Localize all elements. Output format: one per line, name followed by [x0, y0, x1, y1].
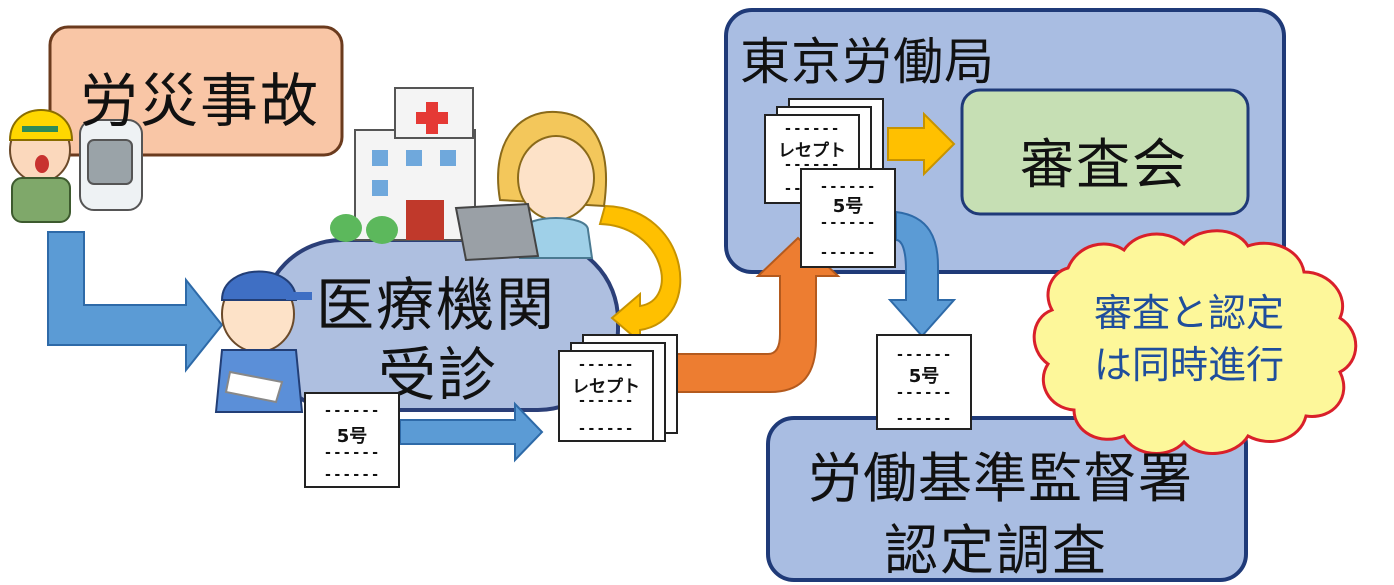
injured-worker-illustration: [8, 109, 143, 223]
arrow-form5-to-receipt: [399, 401, 544, 463]
hospital-illustration: [330, 87, 476, 244]
cloud-text-line2: は同時進行: [1094, 343, 1285, 387]
medical-institution-label: 医療機関: [316, 271, 557, 339]
arrow-staff-to-receipt: [598, 204, 682, 345]
form5-document-bureau: ------ 5号 ------ ------: [800, 168, 896, 268]
cloud-text-line1: 審査と認定: [1094, 291, 1285, 335]
accident-label: 労災事故: [80, 67, 321, 135]
arrow-receipt-to-committee: [887, 111, 956, 177]
patient-illustration: [214, 270, 312, 413]
form5-document-patient: ------ 5号 ------ ------: [304, 392, 400, 488]
form5-document-inspection: ------ 5号 ------ ------: [876, 334, 972, 430]
tokyo-bureau-label: 東京労働局: [740, 33, 995, 91]
arrow-form5-to-inspection: [887, 210, 957, 338]
committee-box: [960, 88, 1250, 216]
recognition-survey-label: 認定調査: [884, 519, 1108, 582]
inspection-office-box: [766, 416, 1248, 582]
cloud-shape: [1032, 229, 1358, 455]
inspection-office-label: 労働基準監督署: [808, 447, 1193, 510]
committee-label: 審査会: [1020, 133, 1188, 196]
arrow-accident-to-medical: [47, 231, 224, 373]
staff-illustration: [454, 110, 607, 262]
arrow-receipt-to-bureau: [663, 236, 841, 393]
receipt-document-medical: ------ レセプト ------ ------: [558, 350, 654, 442]
